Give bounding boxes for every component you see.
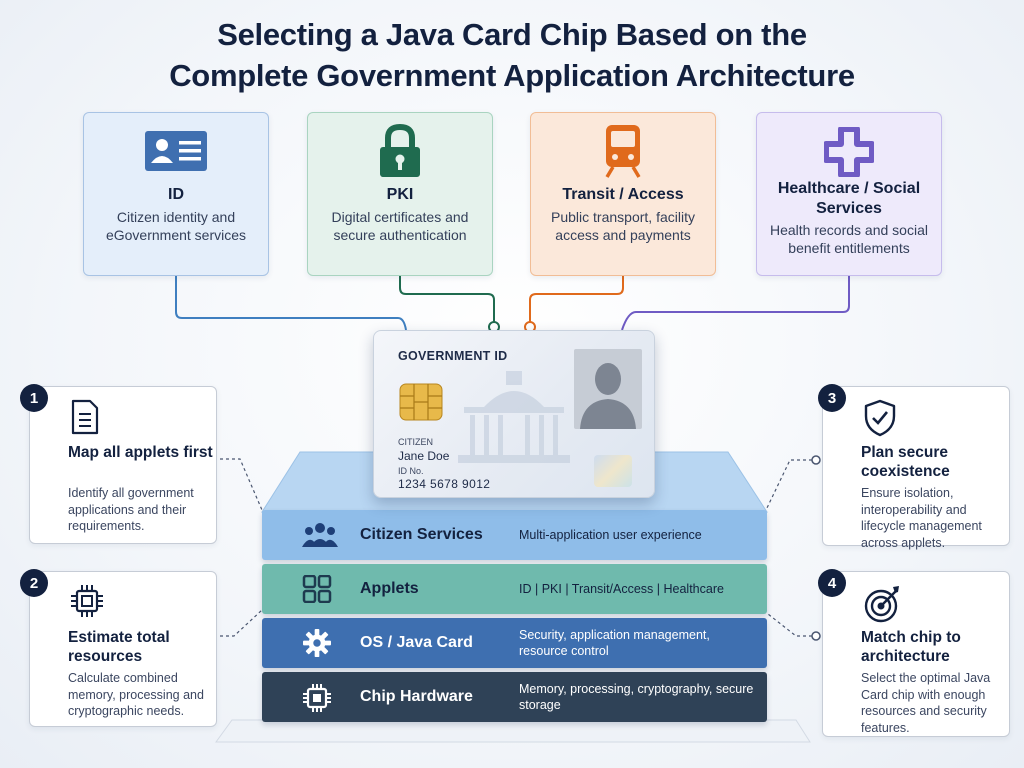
step-box-2: Estimate total resources Calculate combi… xyxy=(29,571,217,727)
page-title: Selecting a Java Card Chip Based on the … xyxy=(0,14,1024,96)
grid-icon xyxy=(302,574,332,604)
step-desc: Calculate combined memory, processing an… xyxy=(68,671,204,718)
layer-name: Citizen Services xyxy=(360,526,483,543)
id-number-label: ID No. xyxy=(398,466,424,476)
layer-name: Chip Hardware xyxy=(360,688,473,705)
id-card-icon xyxy=(84,127,268,179)
app-box-pki: PKI Digital certificates and secure auth… xyxy=(307,112,493,276)
layer-desc: Multi-application user experience xyxy=(519,528,702,542)
step-number-2: 2 xyxy=(20,569,48,597)
government-id-card: GOVERNMENT ID CITIZEN Jane Doe ID No. 12… xyxy=(373,330,655,498)
card-label: GOVERNMENT ID xyxy=(398,349,508,363)
building-watermark-icon xyxy=(458,371,570,463)
shield-check-icon xyxy=(863,399,899,439)
padlock-icon xyxy=(308,123,492,179)
train-icon xyxy=(531,125,715,179)
app-desc: Public transport, facility access and pa… xyxy=(551,209,695,243)
gear-icon xyxy=(302,629,332,657)
processor-icon xyxy=(70,584,106,624)
app-box-id: ID Citizen identity and eGovernment serv… xyxy=(83,112,269,276)
connector-id xyxy=(175,276,407,331)
app-desc: Digital certificates and secure authenti… xyxy=(331,209,469,243)
step-title: Match chip to architecture xyxy=(861,629,961,665)
people-icon xyxy=(302,521,338,549)
id-number: 1234 5678 9012 xyxy=(398,477,491,491)
layer-name: OS / Java Card xyxy=(360,634,473,651)
layer-applets: Applets ID | PKI | Transit/Access | Heal… xyxy=(262,564,767,614)
app-box-healthcare: Healthcare / Social Services Health reco… xyxy=(756,112,942,276)
hologram xyxy=(594,455,632,487)
connector-healthcare xyxy=(621,276,850,331)
title-line-1: Selecting a Java Card Chip Based on the xyxy=(217,17,807,52)
step-desc: Identify all government applications and… xyxy=(68,486,194,533)
layer-citizen-services: Citizen Services Multi-application user … xyxy=(262,510,767,560)
step-desc: Select the optimal Java Card chip with e… xyxy=(861,671,991,735)
app-title: ID xyxy=(168,186,184,203)
step-number-1: 1 xyxy=(20,384,48,412)
step-box-4: Match chip to architecture Select the op… xyxy=(822,571,1010,737)
layer-desc: ID | PKI | Transit/Access | Healthcare xyxy=(519,582,724,596)
step-box-3: Plan secure coexistence Ensure isolation… xyxy=(822,386,1010,550)
layer-name: Applets xyxy=(360,580,419,597)
app-title: PKI xyxy=(386,186,414,203)
smart-chip-icon xyxy=(399,383,443,421)
step-box-1: Map all applets first Identify all gover… xyxy=(29,386,217,544)
title-line-2: Complete Government Application Architec… xyxy=(169,58,855,93)
app-title: Transit / Access xyxy=(562,186,684,203)
layer-desc: Security, application management, resour… xyxy=(519,628,710,658)
target-icon xyxy=(863,584,899,624)
app-title: Healthcare / Social Services xyxy=(777,180,921,217)
citizen-label: CITIZEN xyxy=(398,437,433,447)
document-icon xyxy=(70,399,106,439)
app-desc: Health records and social benefit entitl… xyxy=(770,222,928,256)
connector-transit xyxy=(529,276,624,322)
layer-chip-hardware: Chip Hardware Memory, processing, crypto… xyxy=(262,672,767,722)
step-number-3: 3 xyxy=(818,384,846,412)
step-title: Estimate total resources xyxy=(68,629,170,665)
chip-icon xyxy=(302,683,332,712)
connector-pki xyxy=(399,276,495,322)
step-number-4: 4 xyxy=(818,569,846,597)
app-desc: Citizen identity and eGovernment service… xyxy=(105,209,247,243)
step-desc: Ensure isolation, interoperability and l… xyxy=(861,486,982,550)
layer-desc: Memory, processing, cryptography, secure… xyxy=(519,682,754,712)
portrait-photo xyxy=(574,349,642,429)
step-title: Map all applets first xyxy=(68,444,213,461)
app-box-transit: Transit / Access Public transport, facil… xyxy=(530,112,716,276)
step-title: Plan secure coexistence xyxy=(861,444,950,480)
citizen-name: Jane Doe xyxy=(398,449,450,463)
layer-os-java-card: OS / Java Card Security, application man… xyxy=(262,618,767,668)
medical-cross-icon xyxy=(757,127,941,179)
stack-base xyxy=(215,719,811,743)
